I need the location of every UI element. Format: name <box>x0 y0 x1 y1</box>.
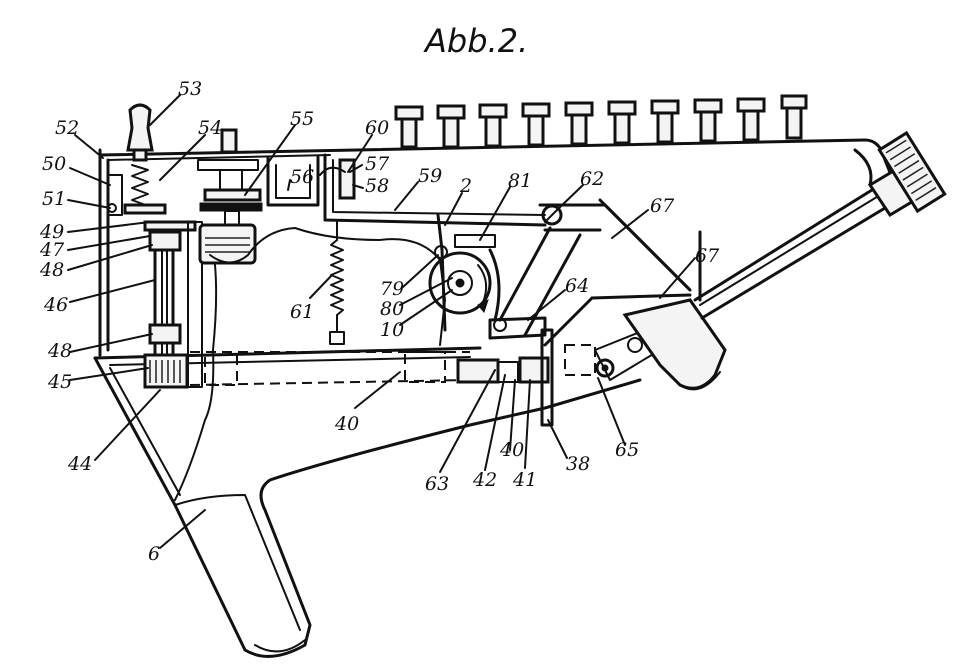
label-55: 55 <box>290 108 314 130</box>
wheel-assembly <box>428 213 501 332</box>
label-58: 58 <box>365 175 389 197</box>
label-64: 64 <box>565 275 589 297</box>
label-65: 65 <box>615 439 639 461</box>
key-5 <box>564 101 594 146</box>
label-80: 80 <box>380 298 404 320</box>
key-8 <box>693 98 723 143</box>
label-52: 52 <box>55 117 79 139</box>
label-67a: 67 <box>650 195 675 217</box>
label-44: 44 <box>67 453 92 475</box>
label-49: 49 <box>39 221 64 243</box>
label-48b: 48 <box>47 340 72 362</box>
key-10 <box>780 94 808 140</box>
grip-6 <box>93 356 642 658</box>
key-6 <box>607 100 637 145</box>
right-mechanism <box>456 293 692 427</box>
label-51: 51 <box>42 188 66 210</box>
front-tube <box>622 130 947 391</box>
reference-labels: 53 52 54 55 60 50 57 56 58 59 2 81 62 67… <box>39 78 720 565</box>
label-41: 41 <box>512 469 537 491</box>
label-67b: 67 <box>695 245 720 267</box>
label-62: 62 <box>580 168 604 190</box>
figure-title: Abb.2. <box>423 22 528 60</box>
label-57: 57 <box>365 153 390 175</box>
label-45: 45 <box>47 371 72 393</box>
label-61: 61 <box>290 301 314 323</box>
label-47: 47 <box>39 239 65 261</box>
label-10: 10 <box>380 319 404 341</box>
gear-45-hatch <box>149 360 181 383</box>
label-46: 46 <box>43 294 68 316</box>
key-9 <box>736 97 766 142</box>
key-7 <box>650 99 680 144</box>
label-54: 54 <box>198 117 222 139</box>
leader-lines <box>67 94 696 549</box>
label-79: 79 <box>380 278 404 300</box>
key-4 <box>521 102 551 147</box>
cutaway-outline <box>174 227 446 501</box>
label-60: 60 <box>365 117 389 139</box>
key-2 <box>436 104 466 149</box>
label-42: 42 <box>472 469 497 491</box>
left-mechanism <box>107 103 203 389</box>
label-81: 81 <box>508 170 532 192</box>
shaft-40 <box>189 351 471 386</box>
label-2: 2 <box>459 175 472 197</box>
knurled-knob <box>885 139 937 202</box>
label-40a: 40 <box>334 413 359 435</box>
label-6: 6 <box>148 543 160 565</box>
label-63: 63 <box>425 473 449 495</box>
key-1 <box>394 105 424 149</box>
label-56: 56 <box>290 166 314 188</box>
label-38: 38 <box>566 453 590 475</box>
label-50: 50 <box>42 153 66 175</box>
label-53: 53 <box>178 78 202 100</box>
label-48a: 48 <box>39 259 64 281</box>
label-40b: 40 <box>499 439 524 461</box>
label-59: 59 <box>418 165 442 187</box>
key-3 <box>478 103 508 148</box>
key-row <box>394 94 808 149</box>
mechanism-55 <box>197 128 320 265</box>
